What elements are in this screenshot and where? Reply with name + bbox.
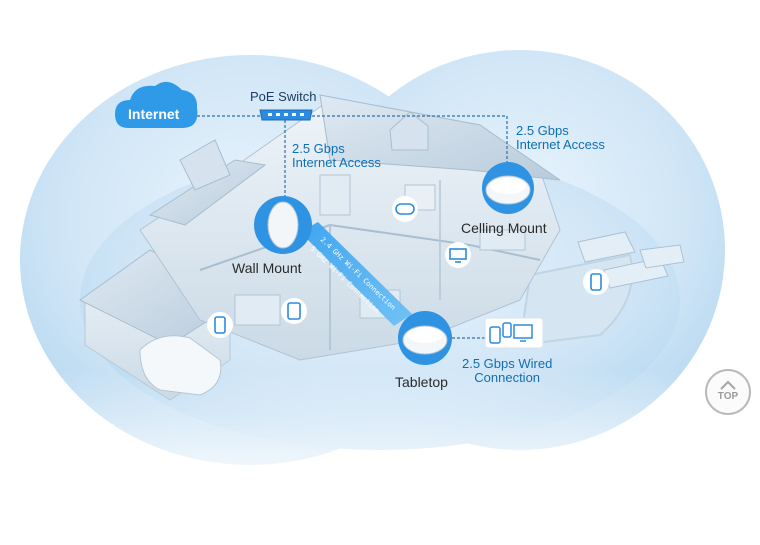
- ceiling-uplink-label: 2.5 Gbps Internet Access: [516, 124, 605, 152]
- phone-icon: [207, 312, 233, 338]
- monitor-icon: [445, 242, 471, 268]
- wall-uplink-desc: Internet Access: [292, 155, 381, 170]
- back-to-top-label: TOP: [717, 391, 739, 402]
- wall-uplink-label: 2.5 Gbps Internet Access: [292, 142, 381, 170]
- ceiling-uplink-desc: Internet Access: [516, 137, 605, 152]
- wired-desc: Connection: [474, 370, 541, 385]
- internet-label: Internet: [128, 106, 180, 122]
- house: [79, 94, 561, 401]
- tabletop-label: Tabletop: [395, 374, 448, 390]
- internet-cloud: [115, 81, 198, 128]
- wired-devices-icon: [484, 317, 544, 349]
- wired-connection-label: 2.5 Gbps Wired Connection: [462, 357, 552, 385]
- back-to-top-button[interactable]: TOP: [705, 369, 751, 415]
- chevron-up-icon: [720, 380, 736, 390]
- phone-icon: [583, 269, 609, 295]
- ceiling-uplink-speed: 2.5 Gbps: [516, 123, 569, 138]
- poe-switch-label: PoE Switch: [250, 89, 317, 104]
- ethernet-links: [197, 115, 508, 339]
- ceiling-mount-label: Celling Mount: [461, 220, 547, 236]
- poe-switch: [259, 109, 313, 121]
- wall-uplink-speed: 2.5 Gbps: [292, 141, 345, 156]
- tabletop-ap: [398, 311, 452, 365]
- tablet-icon: [281, 298, 307, 324]
- wired-speed: 2.5 Gbps Wired: [462, 356, 553, 371]
- wall-mount-ap: [254, 196, 312, 254]
- gamepad-icon: [392, 196, 418, 222]
- ceiling-mount-ap: [482, 162, 534, 214]
- wall-mount-label: Wall Mount: [232, 260, 302, 276]
